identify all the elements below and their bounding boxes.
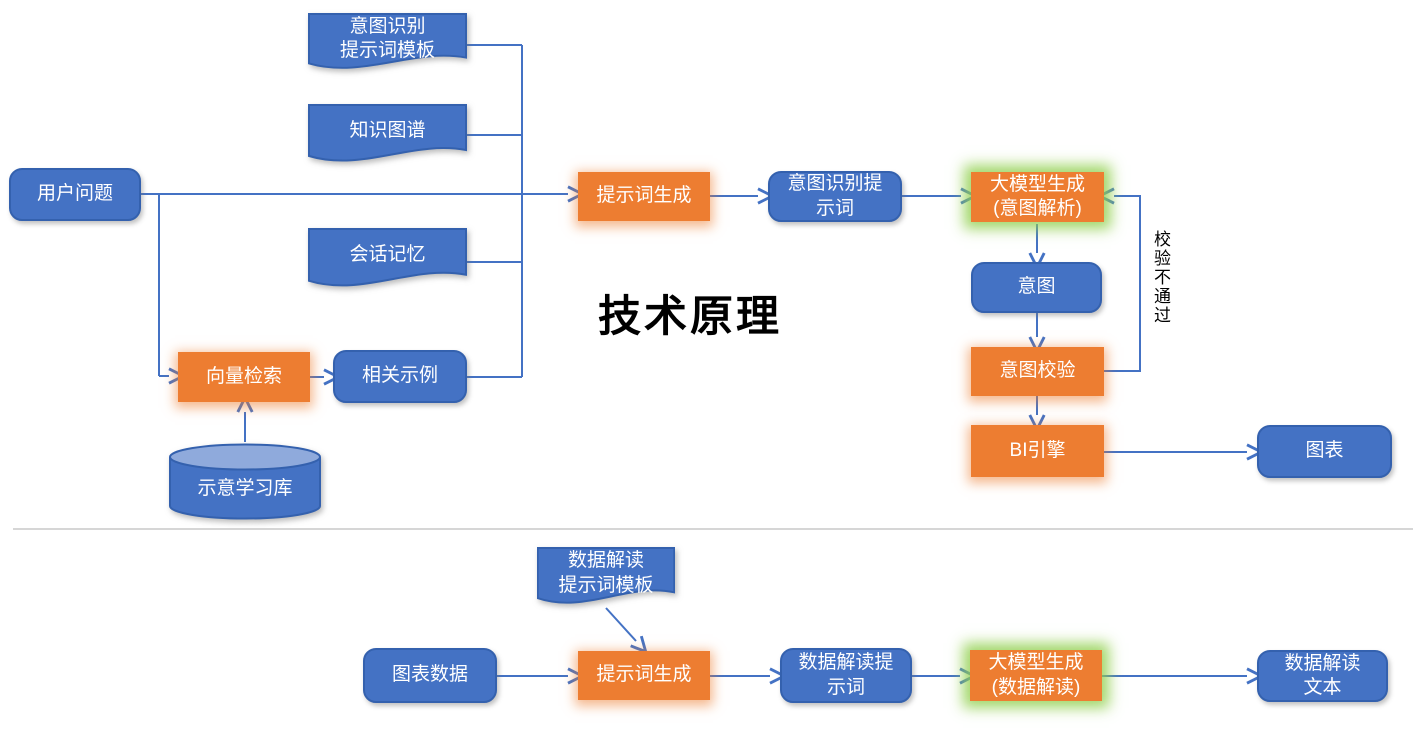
node-label: 大模型生成 (意图解析) bbox=[989, 173, 1085, 219]
node-related-examples: 相关示例 bbox=[333, 350, 467, 403]
node-chart-data: 图表数据 bbox=[363, 648, 497, 703]
node-label: 提示词生成 bbox=[596, 185, 692, 207]
node-label: 数据解读 文本 bbox=[1284, 652, 1361, 698]
document-shape bbox=[308, 104, 467, 162]
node-label: 知识图谱 bbox=[349, 119, 426, 141]
node-data-prompt-template: 数据解读 提示词模板 bbox=[537, 547, 675, 612]
node-label: BI引擎 bbox=[1009, 439, 1066, 461]
node-label: 用户问题 bbox=[36, 183, 113, 205]
node-prompt-generation-top: 提示词生成 bbox=[578, 172, 710, 221]
node-intent-validation: 意图校验 bbox=[971, 347, 1104, 396]
diagram-title: 技术原理 bbox=[598, 293, 782, 341]
node-llm-data-interpretation: 大模型生成 (数据解读) bbox=[970, 650, 1102, 701]
node-label: 图表数据 bbox=[391, 664, 468, 686]
database-cylinder-shape bbox=[169, 443, 321, 520]
node-label: 会话记忆 bbox=[349, 244, 426, 266]
node-session-memory: 会话记忆 bbox=[308, 228, 467, 295]
node-intent-prompt-template: 意图识别 提示词模板 bbox=[308, 13, 467, 77]
node-vector-search: 向量检索 bbox=[178, 352, 310, 402]
validation-failed-label: 校验不通过 bbox=[1151, 230, 1170, 325]
node-intent: 意图 bbox=[971, 262, 1102, 313]
document-shape bbox=[308, 228, 467, 287]
node-label: 数据解读提 示词 bbox=[798, 652, 894, 698]
node-user-question: 用户问题 bbox=[9, 168, 141, 221]
node-label: 意图识别提 示词 bbox=[787, 173, 883, 219]
node-label: 数据解读 提示词模板 bbox=[558, 550, 654, 596]
node-chart: 图表 bbox=[1257, 425, 1392, 478]
node-label: 意图识别 提示词模板 bbox=[339, 15, 435, 61]
node-label: 相关示例 bbox=[361, 365, 438, 387]
node-data-interpretation-text: 数据解读 文本 bbox=[1257, 650, 1388, 702]
edge-validation-failed-loop bbox=[1104, 196, 1141, 372]
node-knowledge-graph: 知识图谱 bbox=[308, 104, 467, 170]
node-label: 意图 bbox=[1017, 276, 1056, 298]
document-shape bbox=[537, 547, 675, 604]
node-label: 向量检索 bbox=[205, 365, 282, 387]
node-data-interpretation-prompt: 数据解读提 示词 bbox=[780, 648, 912, 703]
node-example-learning-db: 示意学习库 bbox=[168, 443, 322, 520]
node-label: 示意学习库 bbox=[197, 478, 293, 500]
document-shape bbox=[308, 13, 467, 69]
edge-data-template-to-prompt-gen bbox=[605, 607, 636, 641]
node-label: 大模型生成 (数据解读) bbox=[988, 652, 1084, 698]
node-label: 提示词生成 bbox=[596, 664, 692, 686]
node-prompt-generation-bottom: 提示词生成 bbox=[578, 651, 710, 700]
node-label: 图表 bbox=[1305, 440, 1344, 462]
node-intent-recognition-prompt: 意图识别提 示词 bbox=[768, 171, 902, 222]
node-label: 意图校验 bbox=[999, 360, 1076, 382]
node-llm-intent-parse: 大模型生成 (意图解析) bbox=[971, 172, 1104, 222]
node-bi-engine: BI引擎 bbox=[971, 425, 1104, 477]
